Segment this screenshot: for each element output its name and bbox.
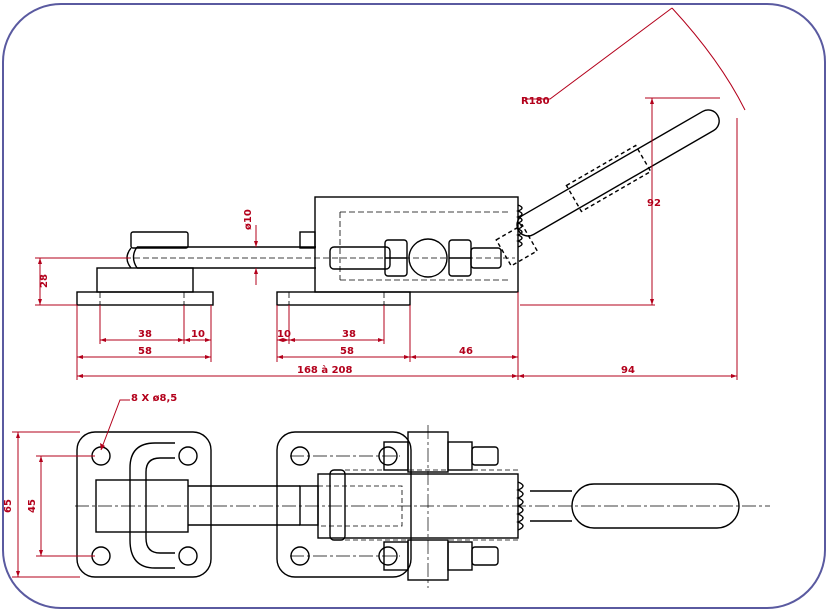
rod-guide <box>299 231 316 249</box>
drawing-frame <box>2 3 826 609</box>
label-diameter: ø10 <box>243 209 254 230</box>
label-d46: 46 <box>459 346 473 357</box>
label-d58-mid: 58 <box>340 346 354 357</box>
label-radius: R180 <box>521 96 550 107</box>
dimension-labels: R180 ø10 28 92 38 10 58 10 38 58 46 168 … <box>3 96 661 513</box>
left-support-block <box>96 267 194 293</box>
label-d94: 94 <box>621 365 635 376</box>
label-height-65: 65 <box>3 499 14 513</box>
label-d10-left: 10 <box>191 329 205 340</box>
top-center-lines <box>75 425 770 588</box>
handle-lever <box>495 109 720 267</box>
plunger-rod-end <box>132 246 138 269</box>
label-d38-left: 38 <box>138 329 152 340</box>
right-base <box>276 431 412 578</box>
thread-bottom <box>471 546 499 566</box>
left-base <box>76 431 212 578</box>
front-view <box>76 109 720 306</box>
label-d10-mid: 10 <box>277 329 291 340</box>
nose-block <box>95 479 189 533</box>
label-height-45: 45 <box>27 499 38 513</box>
u-pad-inner <box>145 457 175 554</box>
spring <box>516 204 523 248</box>
nut-top-right <box>447 441 473 471</box>
label-height-28: 28 <box>39 274 50 288</box>
u-pad <box>129 442 175 569</box>
top-hidden-lines <box>317 469 520 541</box>
link-plate <box>329 469 346 541</box>
hole-4 <box>178 546 198 566</box>
label-height-92: 92 <box>647 198 661 209</box>
label-d38-mid: 38 <box>342 329 356 340</box>
label-overall: 168 à 208 <box>297 364 353 376</box>
dimension-arrows <box>16 98 737 577</box>
label-holes: 8 X ø8,5 <box>131 393 177 404</box>
handle-sleeve <box>565 144 652 213</box>
label-d58-left: 58 <box>138 346 152 357</box>
guide-block <box>299 485 319 526</box>
left-base-plate <box>76 291 214 306</box>
main-body <box>314 196 519 293</box>
left-pad <box>130 231 189 249</box>
hole-3 <box>178 446 198 466</box>
nut-bot-right <box>447 541 473 571</box>
handle-hinge <box>495 223 539 267</box>
thread-top <box>471 446 499 466</box>
right-base-plate <box>276 291 411 306</box>
front-hidden-lines <box>80 211 515 305</box>
